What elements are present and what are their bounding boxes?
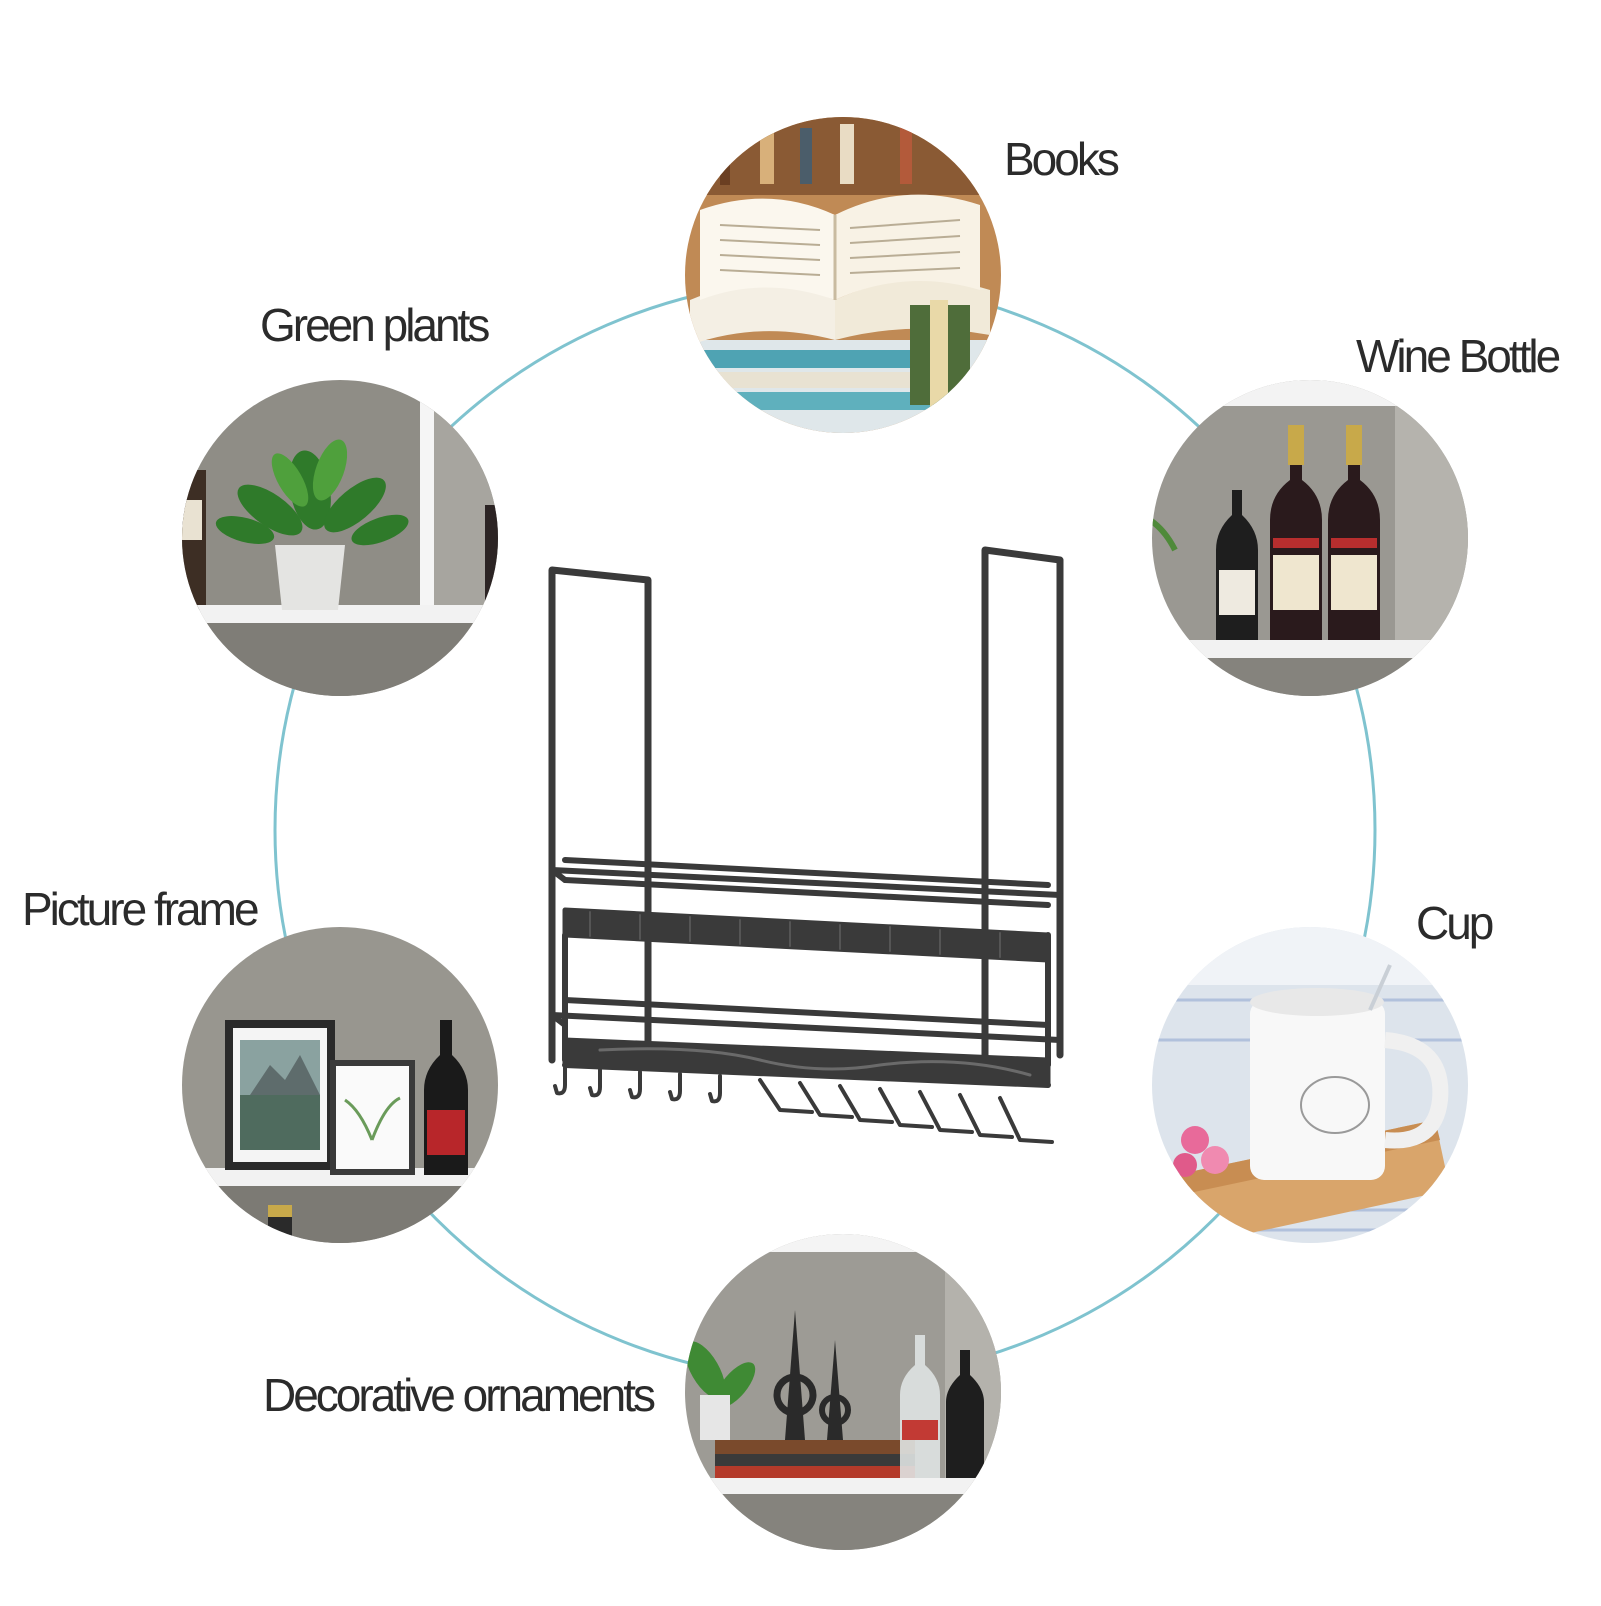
decorative-ornaments-scene: [685, 1234, 1001, 1550]
cup-scene: [1152, 927, 1468, 1243]
label-cup: Cup: [1416, 897, 1494, 949]
wine-bottle-scene: [1152, 380, 1468, 696]
label-decorative-ornaments: Decorative ornaments: [263, 1369, 656, 1421]
label-green-plants: Green plants: [260, 299, 490, 351]
label-wine-bottle: Wine Bottle: [1356, 330, 1561, 382]
books-scene: [685, 117, 1001, 433]
label-books: Books: [1004, 133, 1120, 185]
label-picture-frame: Picture frame: [22, 883, 260, 935]
green-plants-scene: [182, 380, 498, 696]
wall-rack-icon: [548, 546, 1064, 1144]
picture-frame-scene: [182, 927, 498, 1243]
